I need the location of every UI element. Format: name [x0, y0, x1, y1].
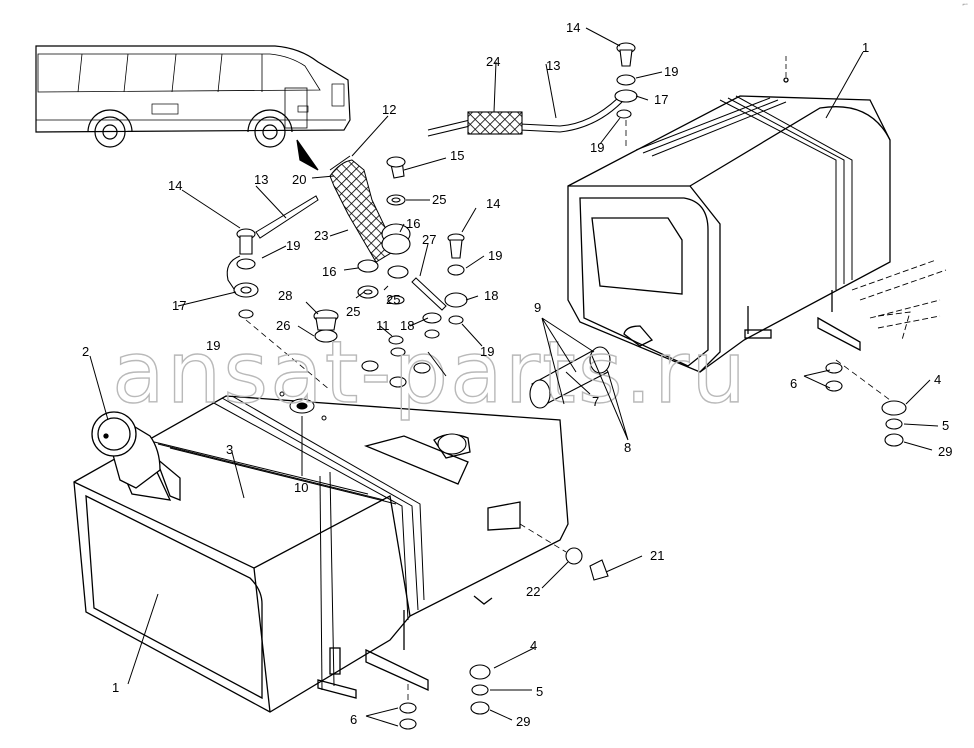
callout-25-mid: 25	[386, 292, 400, 307]
watermark: ansat-parts.ru	[112, 323, 748, 423]
callout-19-left-upper: 19	[286, 238, 300, 253]
callout-1-main-tank: 1	[112, 680, 119, 695]
callout-18-lower: 18	[400, 318, 414, 333]
callout-15: 15	[450, 148, 464, 163]
callout-13-top: 13	[546, 58, 560, 73]
callout-25-lower: 25	[346, 304, 360, 319]
fuel-hose-center	[329, 155, 397, 263]
callout-4-bottom: 4	[530, 638, 537, 653]
callout-16-upper: 16	[406, 216, 420, 231]
callout-29-right: 29	[938, 444, 952, 459]
callout-20: 20	[292, 172, 306, 187]
callout-6-bottom: 6	[350, 712, 357, 727]
hose-13-left	[255, 195, 319, 239]
callout-27: 27	[422, 232, 436, 247]
callout-22: 22	[526, 584, 540, 599]
callout-14-top: 14	[566, 20, 580, 35]
callout-24: 24	[486, 54, 500, 69]
callout-labels: 1 1 2 3 4 4 5 5 6 6 7 8 9 10 11 12 13 13…	[82, 20, 952, 729]
callout-2-filler-cap: 2	[82, 344, 89, 359]
corner-mark: ⌐◦	[962, 2, 968, 8]
bus-illustration	[35, 45, 351, 171]
callout-28: 28	[278, 288, 292, 303]
fittings	[226, 42, 907, 730]
callout-19-top-left: 19	[590, 140, 604, 155]
callout-7: 7	[592, 394, 599, 409]
callout-10: 10	[294, 480, 308, 495]
hose-27	[411, 277, 447, 311]
callout-8: 8	[624, 440, 631, 455]
assembly-lines	[245, 120, 891, 700]
callout-14-center: 14	[486, 196, 500, 211]
callout-17-top: 17	[654, 92, 668, 107]
callout-6-right: 6	[790, 376, 797, 391]
callout-19-left-lower: 19	[206, 338, 220, 353]
callout-19-lower: 19	[480, 344, 494, 359]
hose-13-top	[427, 97, 623, 137]
callout-9: 9	[534, 300, 541, 315]
callout-19-center: 19	[488, 248, 502, 263]
callout-1-right-tank: 1	[862, 40, 869, 55]
callout-4-right: 4	[934, 372, 941, 387]
callout-16-lower: 16	[322, 264, 336, 279]
callout-5-bottom: 5	[536, 684, 543, 699]
filler-cap	[91, 411, 161, 489]
bracket-right	[851, 259, 947, 341]
leader-lines	[89, 27, 939, 727]
callout-29-bottom: 29	[516, 714, 530, 729]
callout-18-right: 18	[484, 288, 498, 303]
main-fuel-tank	[73, 395, 569, 713]
callout-11: 11	[376, 318, 390, 333]
callout-25-upper: 25	[432, 192, 446, 207]
callout-3-strap: 3	[226, 442, 233, 457]
callout-26: 26	[276, 318, 290, 333]
callout-13-left: 13	[254, 172, 268, 187]
callout-17-left: 17	[172, 298, 186, 313]
callout-21: 21	[650, 548, 664, 563]
callout-19-top-right: 19	[664, 64, 678, 79]
callout-23: 23	[314, 228, 328, 243]
callout-14-left: 14	[168, 178, 182, 193]
second-fuel-tank	[567, 56, 891, 373]
callout-5-right: 5	[942, 418, 949, 433]
callout-12: 12	[382, 102, 396, 117]
sender-unit	[279, 391, 327, 421]
